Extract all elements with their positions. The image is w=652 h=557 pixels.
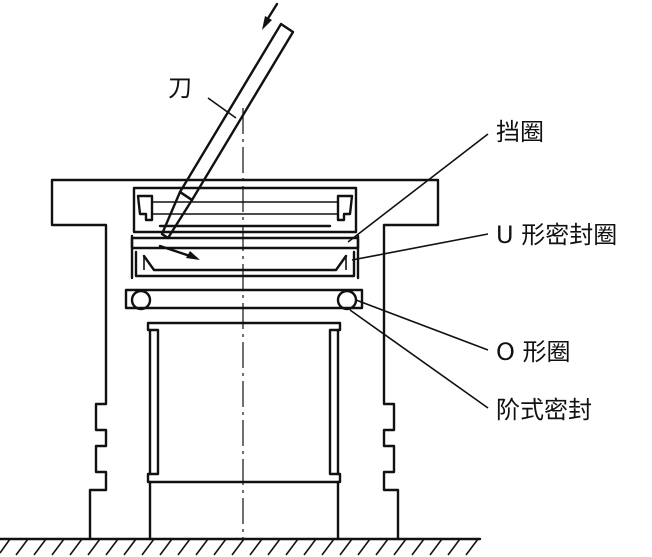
leader-knife [207, 97, 237, 119]
leader-retaining-ring [347, 133, 489, 243]
o-ring-left [130, 289, 152, 311]
knife-tool [160, 2, 295, 240]
label-step-seal: 阶式密封 [496, 396, 592, 424]
leader-o-ring [355, 299, 489, 351]
leader-u-seal [351, 233, 489, 261]
inner-bore [130, 234, 360, 280]
label-retaining-ring: 挡圈 [496, 118, 544, 146]
o-ring-right [336, 289, 358, 311]
leader-step-seal [349, 309, 489, 409]
retaining-ring [130, 236, 360, 250]
label-knife: 刀 [168, 74, 192, 102]
label-o-ring: O 形圈 [496, 338, 571, 366]
leader-lines [207, 97, 489, 409]
upper-seal-groove [132, 186, 358, 234]
label-u-seal: U 形密封圈 [496, 221, 617, 249]
o-ring-assembly [124, 288, 364, 311]
base-floor [0, 537, 482, 556]
step-seal-sleeve [146, 321, 342, 541]
u-seal-ring [134, 250, 356, 278]
cut-direction-arrow [158, 244, 200, 260]
housing-outline [50, 178, 440, 541]
